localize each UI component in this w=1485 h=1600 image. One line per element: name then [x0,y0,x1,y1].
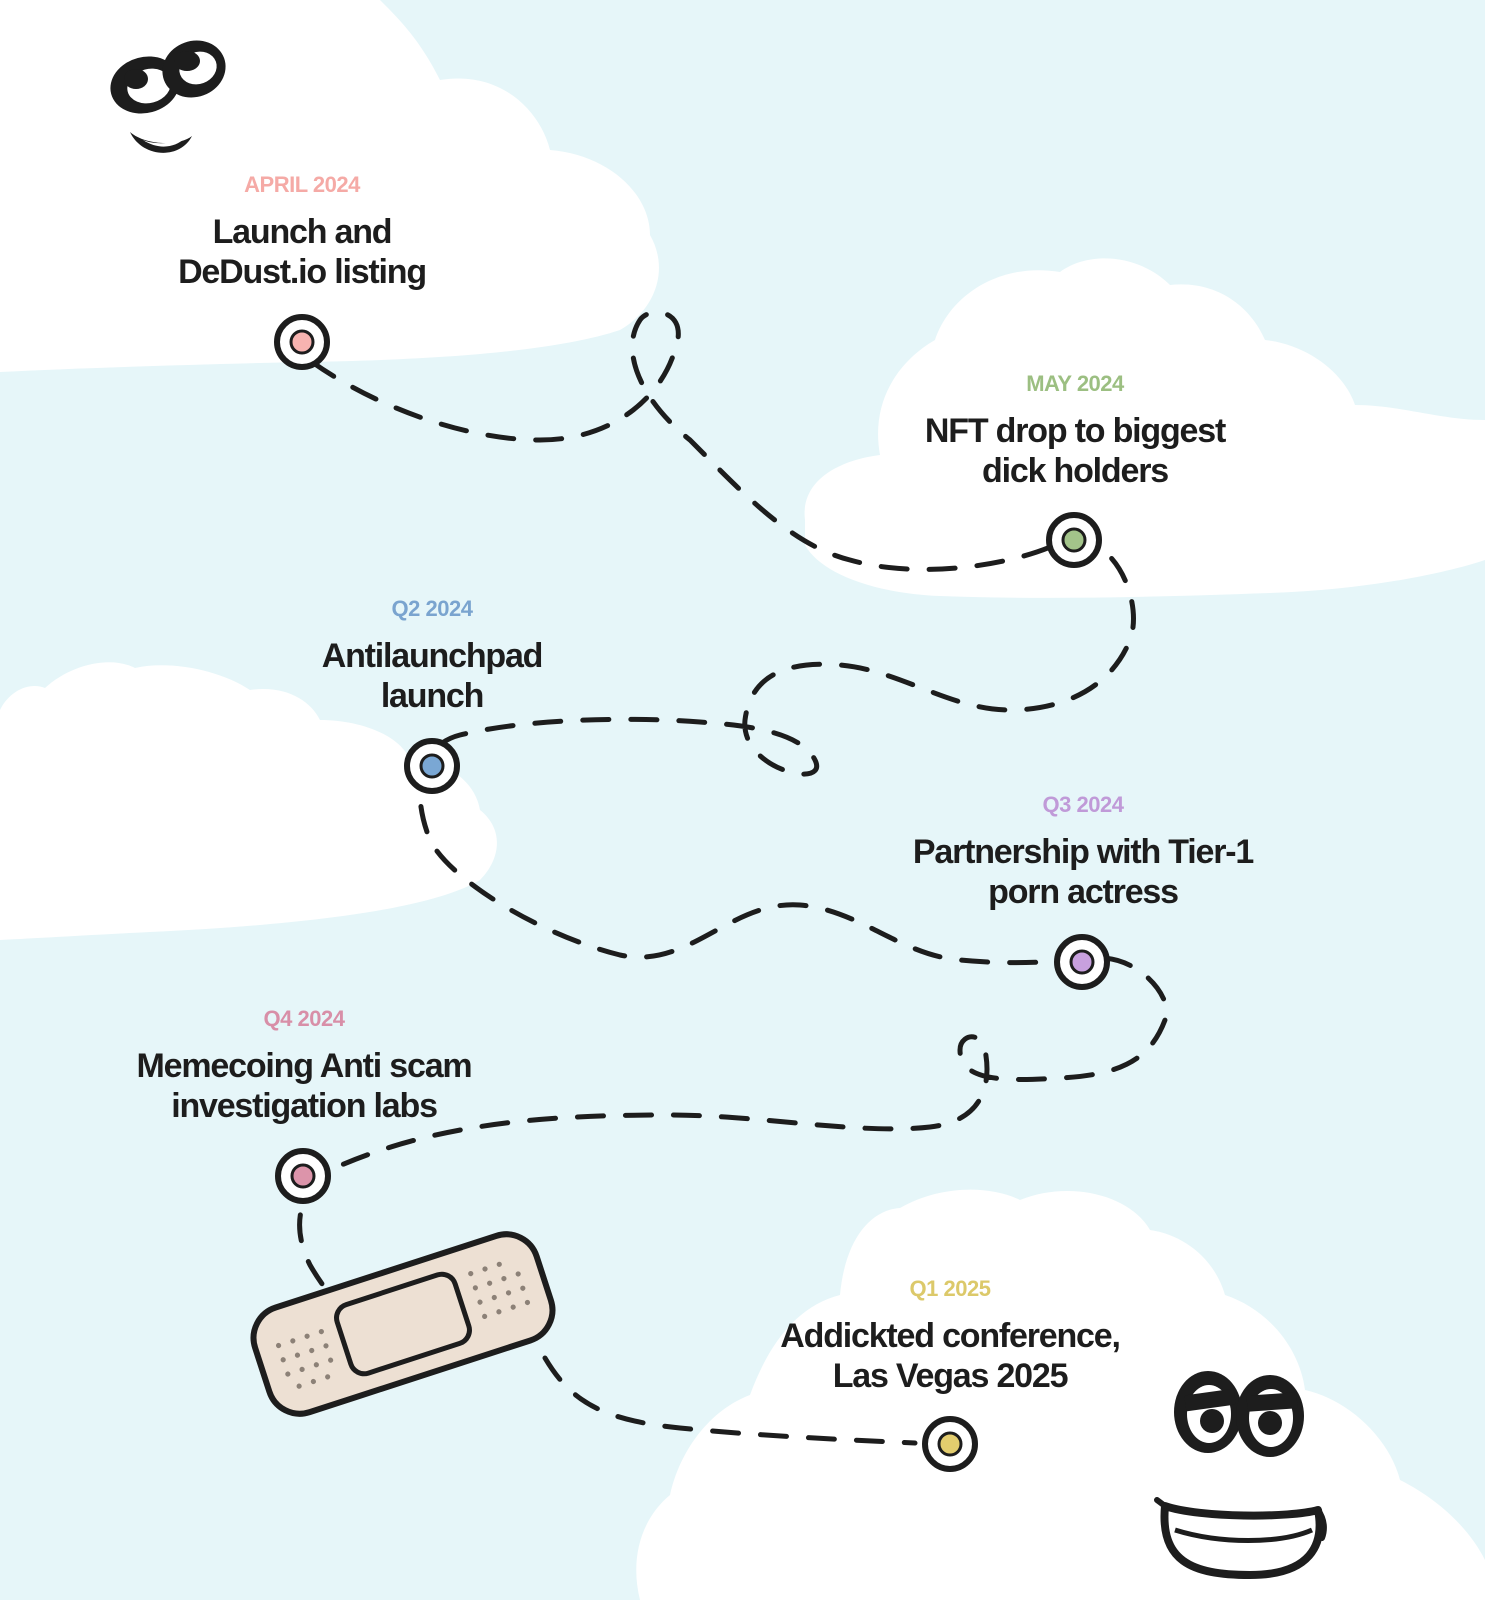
bandage-icon [250,1231,556,1417]
cloud-mid-left [0,662,497,940]
milestone-title-line: NFT drop to biggest [924,412,1226,450]
milestone-markers [274,314,1110,1472]
milestone-title-line: Addickted conference, [780,1317,1121,1355]
milestone-title-line: Partnership with Tier-1 [912,833,1254,871]
milestone-date: APRIL 2024 [244,172,360,197]
milestone-q1-2025: Q1 2025 Addickted conference, Las Vegas … [690,1276,1210,1396]
milestone-title: Launch and DeDust.io listing [42,212,562,292]
milestone-q2-2024: Q2 2024 Antilaunchpad launch [172,596,692,716]
milestone-dot-3 [419,753,445,779]
milestone-date: Q2 2024 [391,596,473,621]
milestone-title: Antilaunchpad launch [172,636,692,716]
milestone-marker-3 [404,738,460,794]
milestone-title-line: DeDust.io listing [178,253,427,291]
milestone-april-2024: APRIL 2024 Launch and DeDust.io listing [42,172,562,292]
milestone-title-line: Antilaunchpad [321,637,544,675]
milestone-marker-2 [1046,512,1102,568]
milestone-date: Q1 2025 [909,1276,991,1301]
dashed-route-tail [542,1355,918,1446]
milestone-title-line: investigation labs [171,1087,438,1125]
milestone-title-line: porn actress [988,873,1179,911]
milestone-title: NFT drop to biggest dick holders [815,411,1335,491]
milestone-title-line: Memecoing Anti scam [136,1047,473,1085]
milestone-date: Q3 2024 [1042,792,1124,817]
milestone-date: Q4 2024 [263,1006,345,1031]
milestone-dot-1 [289,329,315,355]
cloud-bottom-right [636,1189,1485,1600]
milestone-may-2024: MAY 2024 NFT drop to biggest dick holder… [815,371,1335,491]
milestone-title-line: dick holders [982,452,1169,490]
milestone-dot-2 [1061,527,1087,553]
milestone-marker-5 [275,1148,331,1204]
milestone-marker-4 [1054,934,1110,990]
milestone-dot-6 [937,1431,963,1457]
cloud-mid-right [804,258,1485,598]
milestone-title-line: Las Vegas 2025 [832,1357,1069,1395]
milestone-dot-5 [290,1163,316,1189]
milestone-q4-2024: Q4 2024 Memecoing Anti scam investigatio… [44,1006,564,1126]
milestone-title-line: Launch and [212,213,393,251]
milestone-q3-2024: Q3 2024 Partnership with Tier-1 porn act… [823,792,1343,912]
milestone-marker-1 [274,314,330,370]
milestone-title-line: launch [380,677,485,715]
milestone-date: MAY 2024 [1026,371,1124,396]
milestone-title: Addickted conference, Las Vegas 2025 [690,1316,1210,1396]
milestone-dot-4 [1069,949,1095,975]
milestone-title: Partnership with Tier-1 porn actress [823,832,1343,912]
milestone-marker-6 [922,1416,978,1472]
googly-eyes-face-icon [110,40,226,153]
sleepy-grin-face-icon [1154,1371,1327,1579]
milestone-title: Memecoing Anti scam investigation labs [44,1046,564,1126]
